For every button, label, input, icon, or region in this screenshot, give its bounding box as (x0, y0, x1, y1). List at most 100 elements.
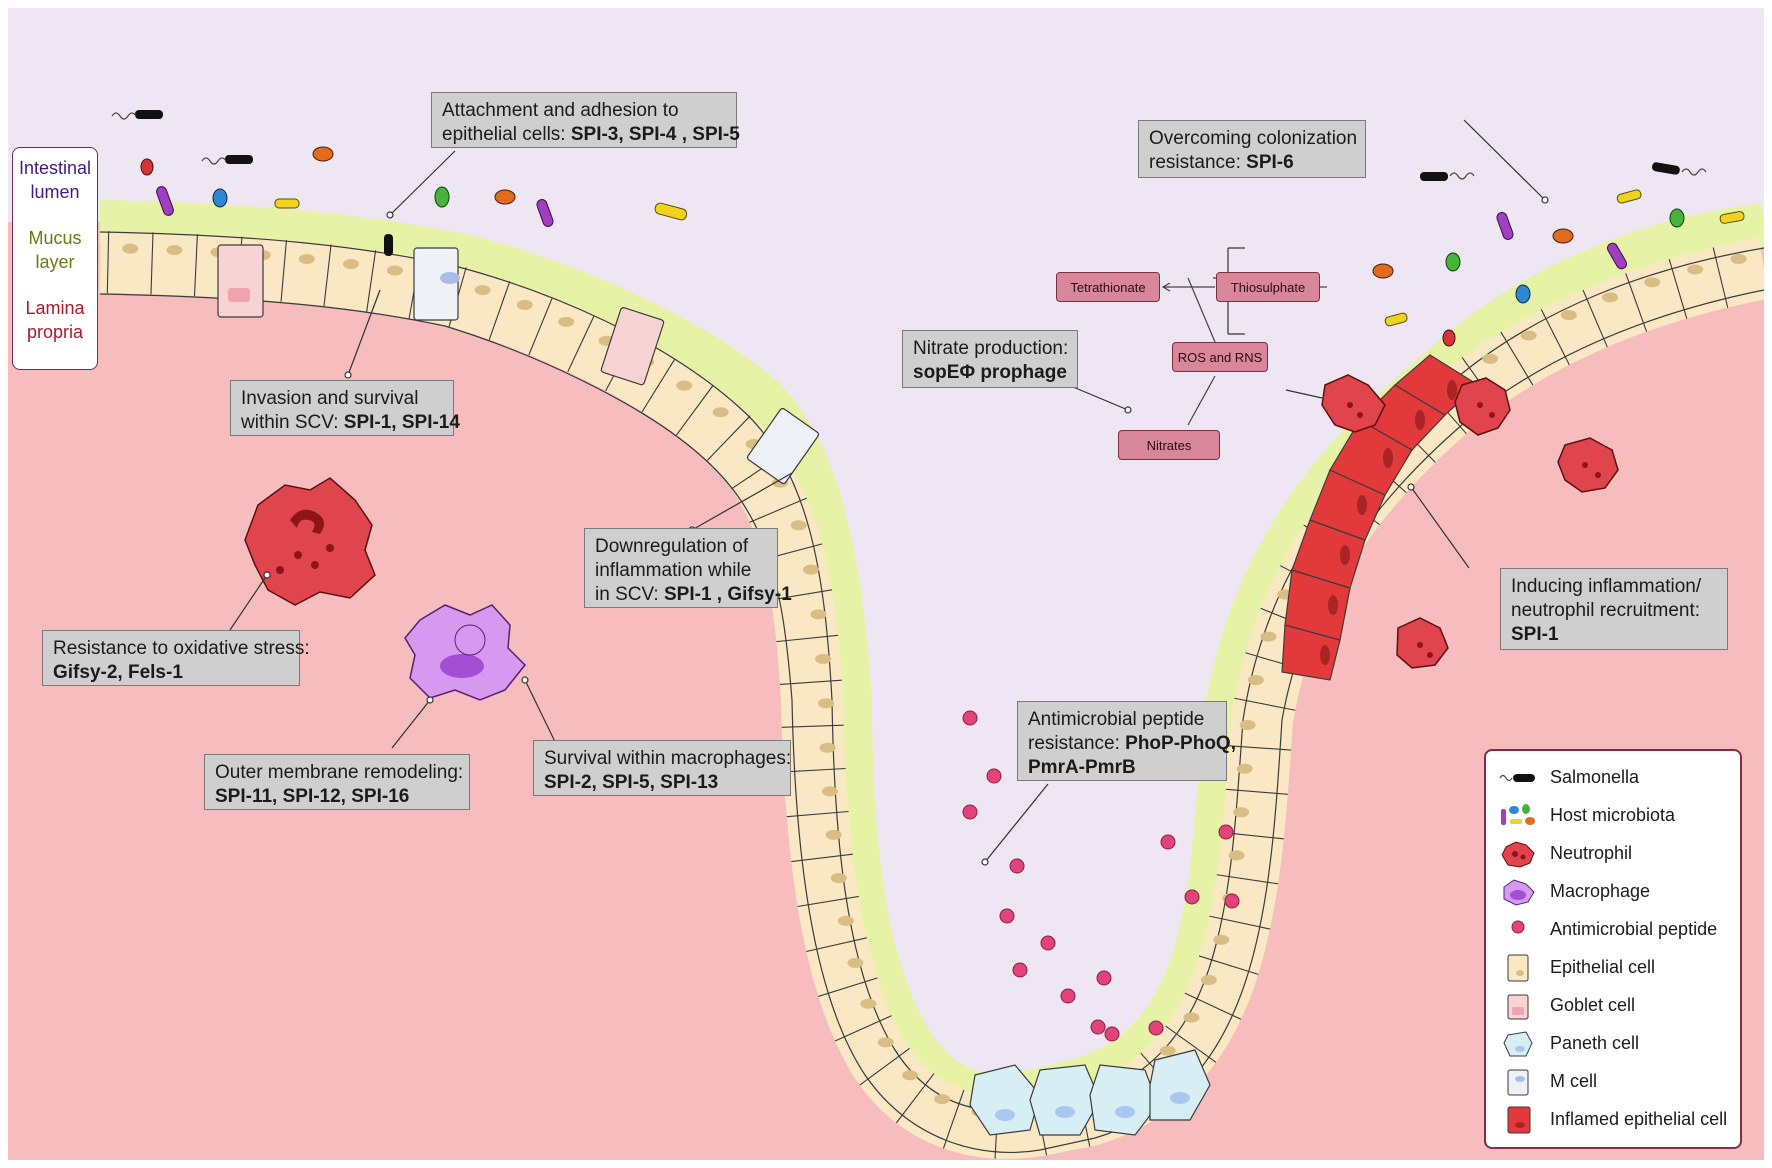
legend-label-paneth-cell: Paneth cell (1550, 1033, 1640, 1053)
callout-attachment-line1: Attachment and adhesion to (442, 100, 679, 121)
epithelial-cell-nucleus (1236, 763, 1253, 774)
callout-amp-line2: resistance: PhoP-PhoQ, (1028, 732, 1236, 756)
intestinal-lumen-label: Intestinal lumen (13, 156, 97, 204)
callout-colonization-line2: resistance: SPI-6 (1149, 151, 1355, 175)
callout-amp-line1: Antimicrobial peptide (1028, 709, 1205, 730)
inflamed-cell-nuclei (1320, 380, 1457, 665)
legend-label-salmonella: Salmonella (1550, 767, 1640, 787)
zone-lumen-line1: Intestinal (18, 158, 92, 178)
epithelial-cell-border (806, 937, 867, 953)
epithelial-cell-nucleus (1260, 631, 1277, 642)
epithelial-cell-nucleus (847, 957, 864, 968)
epithelial-cell-border (193, 234, 198, 297)
callout-inflammation-line1: Inducing inflammation/ (1511, 576, 1702, 597)
legend-label-inflamed-epithelial-cell: Inflamed epithelial cell (1550, 1109, 1728, 1129)
epithelial-cell-border (942, 1089, 965, 1149)
legend-item-antimicrobial-peptide: Antimicrobial peptide (1486, 913, 1742, 947)
antimicrobial-peptide (1160, 834, 1176, 850)
epithelial-cell-nucleus (1482, 353, 1499, 364)
epithelial-cell-nucleus (877, 1037, 894, 1048)
epithelial-cell-border (776, 634, 839, 643)
legend-item-host-microbiota: Host microbiota (1486, 799, 1742, 833)
antimicrobial-peptide (1148, 1020, 1164, 1036)
epithelial-cell-border (1234, 697, 1296, 711)
epithelial-cell-border (859, 1047, 910, 1086)
epithelial-cell-nucleus (830, 873, 847, 884)
epithelial-cell-border (1229, 745, 1292, 751)
epithelial-cell-nucleus (815, 653, 832, 664)
antimicrobial-peptide (1060, 988, 1076, 1004)
legend-item-macrophage: Macrophage (1486, 875, 1742, 909)
epithelial-cell-nucleus (818, 698, 835, 709)
zone-legend: Intestinal lumen Mucus layer Lamina prop… (12, 147, 98, 370)
callout-macrophage-survival-line2: SPI-2, SPI-5, SPI-13 (544, 771, 780, 795)
epithelial-cell-border (791, 853, 853, 863)
epithelial-cell-nucleus (1228, 850, 1245, 861)
antimicrobial-peptides (962, 710, 1240, 1042)
callout-downregulation-line1: Downregulation of (595, 536, 749, 557)
epithelial-cell-border (1216, 874, 1279, 885)
callout-colonization-line1: Overcoming colonization (1149, 128, 1358, 149)
epithelial-cell-nucleus (1730, 253, 1747, 264)
callout-colonization-genes: SPI-6 (1246, 152, 1294, 173)
epithelial-cell-border (1198, 955, 1259, 975)
epithelial-cell-border (1625, 273, 1648, 332)
epithelial-cell-border (676, 384, 714, 436)
callout-outer-membrane: Outer membrane remodeling: SPI-11, SPI-1… (204, 754, 470, 810)
scv-vacuole (454, 624, 486, 656)
epithelial-cell-border (280, 239, 288, 302)
callout-inflammation-line2: neutrophil recruitment: (1511, 600, 1701, 621)
neutrophil-icon (1501, 841, 1535, 868)
callout-downregulation-line3: in SCV: SPI-1 , Gifsy-1 (595, 583, 792, 607)
epithelial-cell-border (783, 767, 846, 773)
epithelial-cell-nucleus (1520, 330, 1537, 341)
epithelial-cell-border (797, 895, 859, 908)
antimicrobial-peptide (1224, 893, 1240, 909)
epithelial-cell-nucleus (166, 245, 183, 256)
legend-item-neutrophil: Neutrophil (1486, 837, 1742, 871)
legend-item-m-cell: M cell (1486, 1065, 1742, 1099)
callout-amp-line3: PmrA-PmrB (1028, 756, 1216, 780)
callout-oxidative: Resistance to oxidative stress: Gifsy-2,… (42, 630, 310, 686)
epithelial-cell-border (528, 297, 553, 356)
callout-amp-genes-1: PhoP-PhoQ, (1125, 733, 1236, 754)
goblet-cell (600, 307, 665, 386)
legend-label-macrophage: Macrophage (1550, 881, 1651, 901)
pathway-tetrathionate: Tetrathionate (1056, 272, 1160, 302)
antimicrobial-peptide (962, 710, 978, 726)
legend-item-paneth-cell: Paneth cell (1486, 1027, 1742, 1061)
legend-item-salmonella: Salmonella (1486, 761, 1742, 795)
epithelial-cell-border (770, 589, 833, 601)
antimicrobial-peptide (1012, 962, 1028, 978)
epithelial-cell-border (366, 250, 377, 312)
host-microbiota (140, 146, 1745, 347)
epithelial-cell-nucleus (1560, 310, 1577, 321)
epithelial-cell-nucleus (558, 316, 575, 327)
epithelial-cell-nucleus (122, 243, 139, 254)
callout-colonization-prefix: resistance: (1149, 152, 1247, 173)
legend-label-neutrophil: Neutrophil (1550, 843, 1633, 863)
epithelial-cell-nucleus (1213, 934, 1230, 945)
m-cell-icon (1507, 1069, 1529, 1096)
lamina-propria-label: Lamina propria (13, 296, 97, 344)
callout-nitrate: Nitrate production: sopEΦ prophage (902, 330, 1078, 388)
epithelial-cell-nucleus (802, 564, 819, 575)
antimicrobial-peptide (1184, 889, 1200, 905)
epithelial-cell-nucleus (790, 520, 807, 531)
epithelial-cell-nucleus (810, 609, 827, 620)
callout-amp-resistance: Antimicrobial peptide resistance: PhoP-P… (1017, 701, 1236, 781)
epithelial-cell-border (323, 244, 332, 307)
pathway-thiosulphate: Thiosulphate (1216, 272, 1320, 302)
callout-inflammation-line3: SPI-1 (1511, 623, 1717, 647)
neutrophil-nuclei (276, 402, 1601, 658)
epithelial-cell-icon (1507, 954, 1529, 982)
epithelial-cell-nucleus (934, 1094, 951, 1105)
zone-mucus-line1: Mucus (28, 228, 82, 248)
goblet-cell (217, 244, 264, 318)
epithelial-cell-nucleus (837, 915, 854, 926)
callout-nitrate-line2: sopEΦ prophage (913, 361, 1067, 385)
epithelial-cell-border (1540, 309, 1570, 366)
callout-downregulation-prefix: in SCV: (595, 584, 664, 605)
callout-macrophage-survival-line1: Survival within macrophages: (544, 748, 792, 769)
